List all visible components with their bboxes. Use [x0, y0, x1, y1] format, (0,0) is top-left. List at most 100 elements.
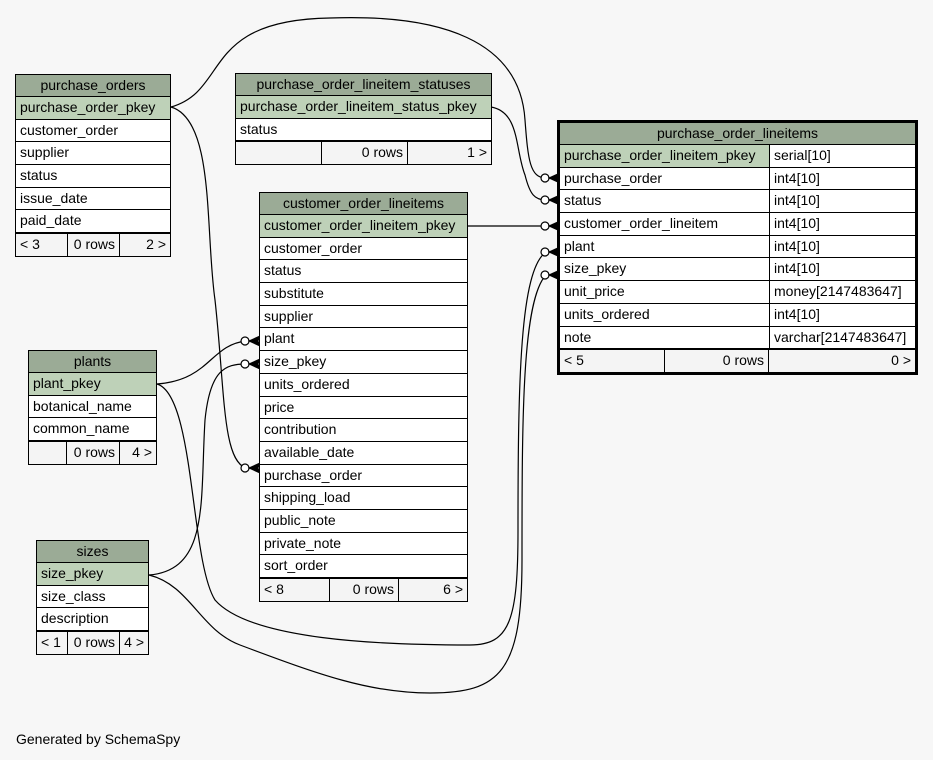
column-name: issue_date: [20, 189, 88, 206]
column-type: int4[10]: [769, 213, 915, 235]
children-count: 2 >: [120, 234, 170, 257]
table-row[interactable]: size_pkey: [260, 351, 467, 374]
table-purchase-order-lineitems[interactable]: purchase_order_lineitems purchase_order_…: [557, 120, 918, 376]
table-title[interactable]: purchase_order_lineitem_statuses: [236, 74, 491, 96]
table-purchase-order-lineitem-statuses[interactable]: purchase_order_lineitem_statuses purchas…: [235, 73, 492, 166]
children-count: 6 >: [399, 579, 467, 601]
column-name: purchase_order_lineitem_pkey: [564, 147, 756, 163]
crow-foot-icon: [247, 358, 261, 370]
table-row[interactable]: botanical_name: [29, 396, 156, 419]
column-name: status: [20, 167, 58, 184]
column-name: common_name: [33, 420, 130, 437]
table-row[interactable]: purchase_order int4[10]: [560, 167, 915, 191]
table-footer: 0 rows 4 >: [29, 441, 156, 465]
table-row[interactable]: private_note: [260, 533, 467, 556]
table-title[interactable]: purchase_orders: [16, 75, 170, 97]
row-count: 0 rows: [68, 632, 120, 655]
table-row[interactable]: size_class: [37, 586, 148, 609]
column-name: supplier: [264, 307, 314, 324]
table-row[interactable]: available_date: [260, 442, 467, 465]
table-customer-order-lineitems[interactable]: customer_order_lineitems customer_order_…: [259, 192, 468, 602]
table-row[interactable]: units_ordered: [260, 374, 467, 397]
row-count: 0 rows: [68, 234, 120, 257]
table-plants[interactable]: plants plant_pkey botanical_name common_…: [28, 350, 157, 466]
crow-foot-icon: [247, 462, 261, 474]
table-row[interactable]: plant int4[10]: [560, 235, 915, 259]
column-name: customer_order: [264, 239, 363, 256]
table-title[interactable]: sizes: [37, 541, 148, 563]
table-title[interactable]: customer_order_lineitems: [260, 193, 467, 215]
table-row[interactable]: issue_date: [16, 188, 170, 211]
table-row[interactable]: purchase_order_lineitem_pkey serial[10]: [560, 145, 915, 168]
row-count: 0 rows: [330, 579, 399, 601]
table-row[interactable]: purchase_order_lineitem_status_pkey: [236, 96, 491, 119]
column-name: units_ordered: [264, 375, 350, 392]
table-footer: < 1 0 rows 4 >: [37, 631, 148, 655]
column-name: available_date: [264, 443, 355, 460]
table-row[interactable]: shipping_load: [260, 487, 467, 510]
table-row[interactable]: status: [236, 119, 491, 142]
edge-plants-to-coli-plant: [156, 340, 247, 385]
table-row[interactable]: size_pkey: [37, 563, 148, 586]
table-row[interactable]: public_note: [260, 510, 467, 533]
column-name: purchase_order: [264, 466, 363, 483]
table-row[interactable]: customer_order: [16, 120, 170, 143]
column-type: money[2147483647]: [769, 281, 915, 303]
column-type: varchar[2147483647]: [769, 326, 915, 349]
column-type: int4[10]: [769, 235, 915, 258]
column-name: purchase_order_lineitem_status_pkey: [240, 98, 477, 114]
table-row[interactable]: supplier: [16, 142, 170, 166]
table-row[interactable]: sort_order: [260, 555, 467, 578]
parents-count: < 3: [16, 234, 68, 257]
table-sizes[interactable]: sizes size_pkey size_class description <…: [36, 540, 149, 656]
column-name: purchase_order_pkey: [20, 99, 156, 115]
table-row[interactable]: unit_price money[2147483647]: [560, 281, 915, 304]
table-title[interactable]: purchase_order_lineitems: [560, 123, 915, 145]
row-count: 0 rows: [67, 442, 120, 465]
parents-count: [29, 442, 67, 465]
table-row[interactable]: customer_order_lineitem int4[10]: [560, 213, 915, 236]
column-name: paid_date: [20, 212, 82, 229]
table-row[interactable]: customer_order: [260, 238, 467, 261]
column-name: sort_order: [264, 557, 328, 574]
table-row[interactable]: contribution: [260, 419, 467, 442]
table-row[interactable]: status: [16, 165, 170, 188]
edge-plants-to-poli-plant: [156, 251, 547, 646]
table-row[interactable]: size_pkey int4[10]: [560, 258, 915, 282]
column-name: plant: [264, 330, 295, 347]
column-name: plant_pkey: [33, 375, 101, 391]
column-name: substitute: [264, 285, 324, 302]
table-row[interactable]: purchase_order_pkey: [16, 97, 170, 120]
column-name: public_note: [264, 511, 336, 528]
table-footer: < 8 0 rows 6 >: [260, 578, 467, 601]
column-name: description: [41, 610, 109, 627]
table-row[interactable]: plant_pkey: [29, 373, 156, 396]
table-row[interactable]: status: [260, 260, 467, 284]
table-row[interactable]: description: [37, 608, 148, 632]
table-row[interactable]: note varchar[2147483647]: [560, 326, 915, 350]
table-row[interactable]: status int4[10]: [560, 190, 915, 214]
parents-count: < 5: [560, 350, 665, 373]
table-row[interactable]: common_name: [29, 418, 156, 442]
table-row[interactable]: substitute: [260, 283, 467, 306]
table-row[interactable]: customer_order_lineitem_pkey: [260, 215, 467, 238]
column-name: price: [264, 398, 295, 415]
table-row[interactable]: units_ordered int4[10]: [560, 303, 915, 327]
table-row[interactable]: paid_date: [16, 210, 170, 234]
parents-count: [236, 142, 322, 165]
table-purchase-orders[interactable]: purchase_orders purchase_order_pkey cust…: [15, 74, 171, 258]
column-name: customer_order_lineitem: [564, 215, 719, 232]
column-type: int4[10]: [769, 303, 915, 326]
edge-status-to-poli-status: [490, 106, 547, 201]
table-row[interactable]: price: [260, 397, 467, 420]
children-count: 1 >: [408, 142, 491, 165]
column-type: int4[10]: [769, 258, 915, 281]
table-title[interactable]: plants: [29, 351, 156, 373]
row-count: 0 rows: [665, 350, 769, 373]
table-footer: 0 rows 1 >: [236, 141, 491, 165]
column-name: size_pkey: [264, 353, 327, 370]
table-row[interactable]: plant: [260, 328, 467, 352]
table-row[interactable]: purchase_order: [260, 465, 467, 488]
column-name: status: [264, 262, 302, 279]
table-row[interactable]: supplier: [260, 306, 467, 329]
